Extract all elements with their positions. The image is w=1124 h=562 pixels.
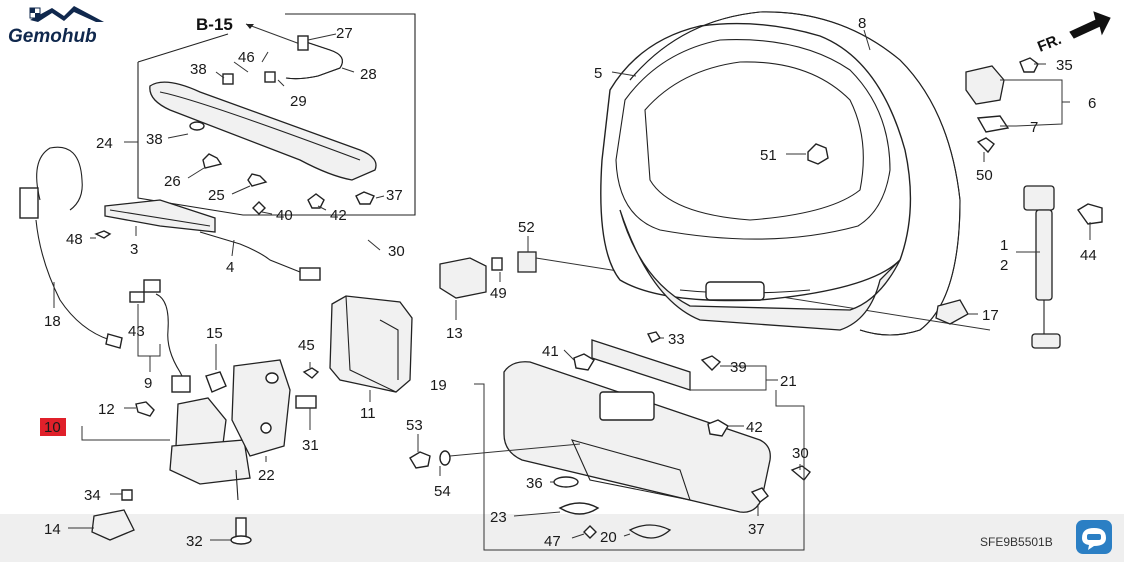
callout-52: 52 (518, 219, 535, 236)
callout-10: 10 (44, 419, 61, 436)
callout-51: 51 (760, 147, 777, 164)
highlight-box-10 (40, 418, 66, 436)
callout-38: 38 (146, 131, 163, 148)
callout-27: 27 (336, 25, 353, 42)
callout-41: 41 (542, 343, 559, 360)
callout-50: 50 (976, 167, 993, 184)
chat-support-icon[interactable] (1076, 520, 1112, 554)
diagram-reference-code: SFE9B5501B (980, 535, 1053, 549)
callout-45: 45 (298, 337, 315, 354)
callout-12: 12 (98, 401, 115, 418)
callout-47: 47 (544, 533, 561, 550)
callout-7: 7 (1030, 119, 1038, 136)
tailgate-hinge (965, 57, 1039, 154)
tailgate-harness (129, 279, 191, 393)
callout-20: 20 (600, 529, 617, 546)
callout-36: 36 (526, 475, 543, 492)
callout-48: 48 (66, 231, 83, 248)
leader-lines (53, 29, 1091, 551)
callout-44: 44 (1080, 247, 1097, 264)
brand-logo: Gemohub (8, 6, 104, 47)
washer-hose (222, 35, 343, 85)
callout-30: 30 (792, 445, 809, 462)
callout-17: 17 (982, 307, 999, 324)
grommet-51 (807, 143, 829, 165)
callout-42: 42 (746, 419, 763, 436)
callout-34: 34 (84, 487, 101, 504)
callout-18: 18 (44, 313, 61, 330)
direction-label: FR. (1035, 31, 1064, 56)
callout-9: 9 (144, 375, 152, 392)
callout-32: 32 (186, 533, 203, 550)
callout-46: 46 (238, 49, 255, 66)
callout-31: 31 (302, 437, 319, 454)
garnish-hardware (409, 419, 811, 539)
lock-actuator (231, 359, 291, 457)
callout-13: 13 (446, 325, 463, 342)
latch-hardware (91, 367, 320, 545)
spoiler-clips (202, 153, 375, 215)
callout-24: 24 (96, 135, 113, 152)
callout-54: 54 (434, 483, 451, 500)
footer-band (0, 514, 1124, 562)
rear-spoiler (149, 81, 377, 181)
callout-40: 40 (276, 207, 293, 224)
weatherstrip (629, 11, 961, 336)
section-ref-label: B-15 (196, 15, 233, 34)
callout-35: 35 (1056, 57, 1073, 74)
callout-53: 53 (406, 417, 423, 434)
front-direction-indicator: FR. (1035, 11, 1111, 56)
callout-42: 42 (330, 207, 347, 224)
arrow-right-icon (1069, 11, 1111, 39)
callout-11: 11 (360, 405, 376, 422)
rear-emblem (573, 331, 722, 391)
gas-strut (1023, 185, 1103, 349)
opener-cable (19, 146, 123, 349)
callout-23: 23 (490, 509, 507, 526)
callout-22: 22 (258, 467, 275, 484)
callout-6: 6 (1088, 95, 1096, 112)
callout-33: 33 (668, 331, 685, 348)
callout-43: 43 (128, 323, 145, 340)
callout-49: 49 (490, 285, 507, 302)
callout-28: 28 (360, 66, 377, 83)
callout-8: 8 (858, 15, 866, 32)
callout-37: 37 (386, 187, 403, 204)
bumper-stop (935, 299, 969, 325)
spoiler-group-frame: B-15 (137, 13, 416, 216)
callout-14: 14 (44, 521, 61, 538)
callout-3: 3 (130, 241, 138, 258)
high-mount-brake-light (94, 199, 321, 281)
tailgate-latch (135, 371, 251, 501)
callout-19: 19 (430, 377, 447, 394)
callout-2: 2 (1000, 257, 1008, 274)
callout-labels: 27 8 46 38 28 29 5 35 6 7 24 38 51 50 26… (44, 15, 1097, 550)
callout-29: 29 (290, 93, 307, 110)
callout-30: 30 (388, 243, 405, 260)
callout-38: 38 (190, 61, 207, 78)
brand-name: Gemohub (8, 26, 97, 47)
license-garnish (503, 361, 771, 513)
callout-37: 37 (748, 521, 765, 538)
callout-1: 1 (1000, 237, 1008, 254)
callout-21: 21 (780, 373, 797, 390)
mountain-logo-icon (30, 6, 104, 22)
callout-5: 5 (594, 65, 602, 82)
callout-26: 26 (164, 173, 181, 190)
callout-39: 39 (730, 359, 747, 376)
latch-cover (329, 295, 413, 393)
callout-15: 15 (206, 325, 223, 342)
callout-25: 25 (208, 187, 225, 204)
callout-4: 4 (226, 259, 234, 276)
tailgate-panel (600, 22, 912, 331)
